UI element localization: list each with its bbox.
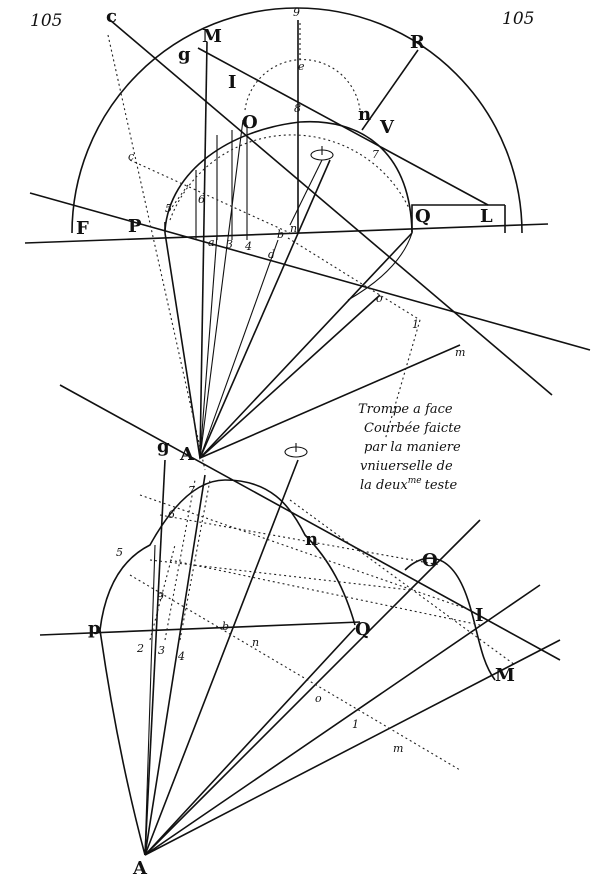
label-O: O (242, 112, 258, 133)
label-lower-1: 1 (352, 718, 359, 731)
slant-line-top (109, 19, 553, 396)
slant-line-left (29, 192, 591, 351)
label-lower-O: O (422, 550, 438, 571)
caption: Trompe a face Courbée faicte par la mani… (358, 402, 461, 493)
label-lower-o: o (315, 692, 322, 705)
label-lower-A: A (132, 858, 148, 879)
label-b: b (277, 228, 284, 241)
label-lower-I: I (475, 605, 483, 626)
label-a: a (208, 236, 215, 249)
label-lower-3: 3 (158, 644, 165, 657)
label-6: 6 (198, 193, 205, 206)
caption-line-1: Trompe a face (358, 402, 453, 417)
label-c-top: c (106, 6, 117, 27)
label-lower-M: M (495, 665, 515, 686)
lower-right-profile (404, 557, 496, 681)
label-lower-b: b (222, 620, 229, 633)
label-V: V (379, 117, 395, 138)
caption-line-5-end: teste (425, 478, 458, 493)
eye-icon-lower (284, 443, 308, 458)
label-9: 9 (293, 6, 300, 19)
lower-slant-line (59, 384, 561, 661)
label-lower-m: m (393, 742, 403, 755)
caption-line-5-sup: me (408, 476, 422, 486)
arch-profile (164, 120, 413, 233)
label-1: 1 (412, 318, 419, 331)
label-lower-g: g (157, 436, 170, 457)
eye-icon (289, 146, 334, 226)
springing-line (24, 223, 549, 244)
label-P: P (128, 216, 142, 237)
outer-semicircle (71, 7, 523, 234)
label-lower-6: 6 (168, 508, 175, 521)
lower-cone-left (99, 629, 146, 856)
caption-line-4: vniuerselle de (360, 459, 453, 474)
caption-line-2: Courbée faicte (364, 421, 461, 436)
label-lower-p: p (88, 618, 101, 639)
label-8: 8 (294, 102, 301, 115)
upper-plan-figure: c M g 9 R I e 8 O n V c 7 6 5 F P Q L a … (24, 6, 591, 471)
label-o: o (376, 292, 383, 305)
label-7: 7 (372, 148, 379, 161)
lower-elevation-figure: g 7 6 n 5 9 O p 2 3 4 b n Q I M o 1 m A (39, 384, 561, 879)
label-R: R (410, 32, 426, 53)
page-number-left: 105 (30, 11, 62, 31)
label-lower-2: 2 (136, 642, 144, 655)
label-n-center: n (290, 222, 297, 235)
label-Q: Q (415, 206, 431, 227)
label-e: e (298, 60, 305, 73)
label-n-arc: n (358, 104, 371, 125)
label-lower-n: n (305, 529, 318, 550)
caption-line-3: par la maniere (364, 440, 461, 455)
label-I: I (228, 72, 236, 93)
label-4: 4 (244, 240, 252, 253)
label-L: L (480, 206, 493, 227)
label-g: g (178, 44, 191, 65)
label-5: 5 (165, 202, 172, 215)
lower-arch-profile (99, 479, 356, 631)
label-lower-Q: Q (355, 619, 371, 640)
page-number-right: 105 (502, 9, 534, 29)
label-c-left: c (128, 150, 134, 163)
caption-line-5-main: la deux (360, 478, 408, 493)
label-lower-7: 7 (188, 484, 195, 497)
label-lower-n-base: n (252, 636, 259, 649)
label-lower-4: 4 (177, 650, 185, 663)
lower-springing-line (39, 621, 361, 636)
label-F: F (76, 218, 89, 239)
label-3: 3 (226, 238, 233, 251)
label-lower-5: 5 (116, 546, 123, 559)
label-M: M (202, 26, 222, 47)
label-m: m (455, 346, 465, 359)
label-lower-9: 9 (157, 590, 164, 603)
label-d: d (268, 248, 275, 261)
